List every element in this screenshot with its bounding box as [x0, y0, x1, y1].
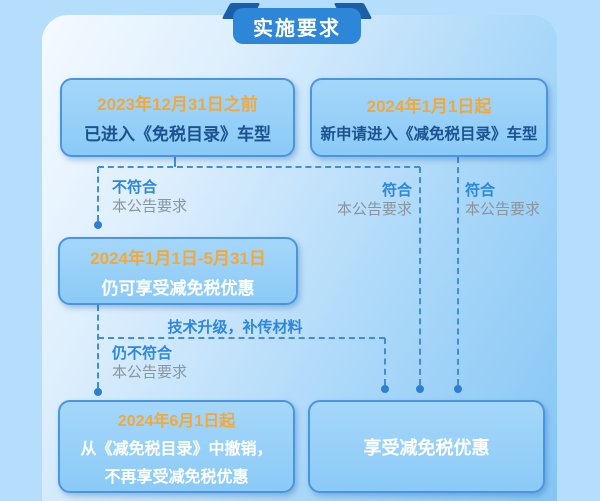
label-tech-upgrade: 技术升级，补传材料: [167, 319, 303, 336]
connector-to-box3: [97, 167, 99, 221]
connector-split-top: [98, 166, 420, 168]
flow-box-entered-before-2023: 2023年12月31日之前 已进入《免税目录》车型: [60, 78, 295, 157]
box3-desc: 仍可享受减免税优惠: [101, 278, 255, 298]
box4-date: 2024年6月1日起: [117, 412, 236, 430]
page-title: 实施要求: [233, 8, 361, 44]
box2-date: 2024年1月1日起: [366, 96, 492, 116]
label-not-conform-normal: 本公告要求: [112, 198, 188, 215]
label-still-not-conform-bold: 仍不符合: [112, 345, 173, 362]
flow-box-new-after-2024: 2024年1月1日起 新申请进入《减免税目录》车型: [310, 78, 548, 157]
connector-box2-conform: [457, 157, 459, 385]
label-conform-left-bold: 符合: [381, 182, 412, 199]
connector-dot-box3: [94, 221, 102, 229]
box3-date: 2024年1月1日-5月31日: [90, 248, 266, 268]
label-conform-left: 符合 本公告要求: [310, 181, 412, 219]
header-banner: 实施要求: [221, 3, 373, 44]
label-not-conform: 不符合 本公告要求: [112, 178, 187, 216]
label-still-not-conform: 仍不符合 本公告要求: [112, 344, 187, 382]
connector-dot-box2-conform: [454, 385, 462, 393]
label-conform-right: 符合 本公告要求: [465, 181, 540, 219]
box1-desc: 已进入《免税目录》车型: [84, 125, 271, 144]
box2-desc: 新申请进入《减免税目录》车型: [320, 125, 538, 143]
flow-box-removed-from-catalog: 2024年6月1日起 从《减免税目录》中撤销， 不再享受减免税优惠: [58, 400, 295, 493]
connector-box1-stub: [174, 157, 176, 167]
label-conform-left-normal: 本公告要求: [336, 201, 412, 218]
box4-desc1: 从《减免税目录》中撤销，: [80, 440, 273, 458]
label-not-conform-bold: 不符合: [112, 179, 158, 196]
connector-dot-upgrade: [381, 385, 389, 393]
box4-desc2: 不再享受减免税优惠: [104, 468, 249, 486]
label-conform-right-bold: 符合: [465, 182, 496, 199]
label-conform-right-normal: 本公告要求: [465, 201, 541, 218]
connector-dot-box1-conform: [416, 385, 424, 393]
connector-box3-down: [97, 305, 99, 388]
box5-desc: 享受减免税优惠: [363, 437, 490, 458]
connector-dot-box4: [94, 388, 102, 396]
box1-date: 2023年12月31日之前: [97, 95, 258, 114]
flow-box-transition-period: 2024年1月1日-5月31日 仍可享受减免税优惠: [58, 237, 298, 305]
connector-box1-conform: [419, 167, 421, 385]
flow-box-enjoy-benefit: 享受减免税优惠: [308, 400, 545, 493]
connector-upgrade-down: [384, 338, 386, 385]
connector-upgrade-horizontal: [98, 337, 385, 339]
label-still-not-conform-normal: 本公告要求: [112, 364, 188, 381]
